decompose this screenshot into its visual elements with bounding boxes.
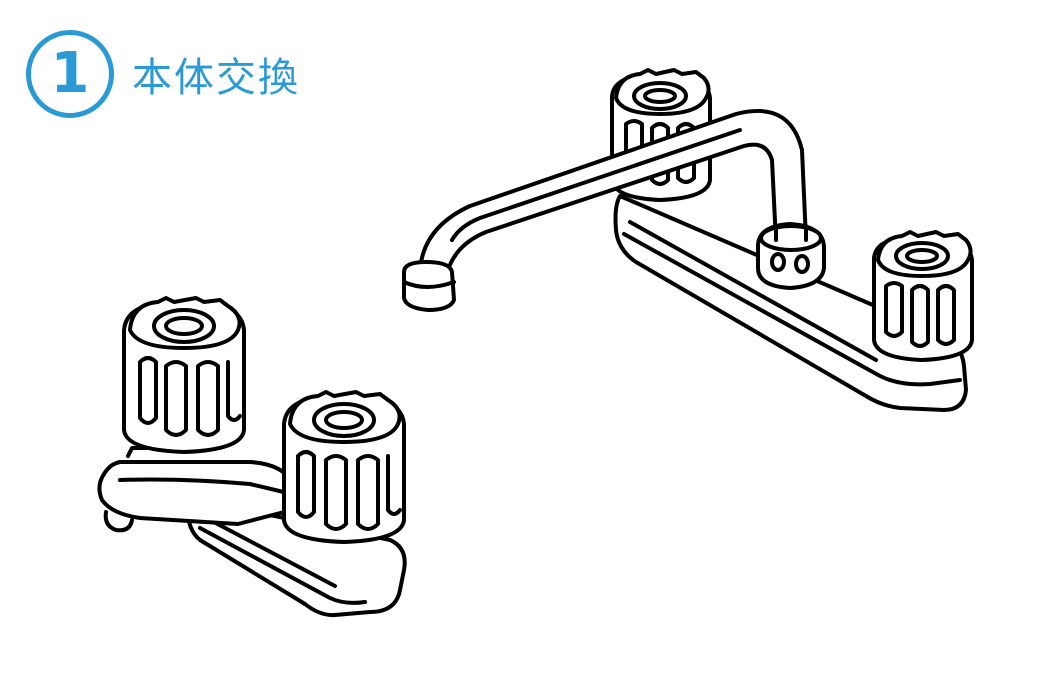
step-number-badge: 1 xyxy=(26,30,114,118)
new-faucet-base xyxy=(613,194,968,412)
step-header: 1 本体交換 xyxy=(26,30,300,118)
old-faucet-spout xyxy=(97,460,294,526)
new-faucet-spout-collar xyxy=(756,222,826,290)
new-faucet-spout xyxy=(418,108,808,280)
old-faucet-left-handle xyxy=(122,296,246,454)
old-faucet-base xyxy=(185,496,407,618)
step-title: 本体交換 xyxy=(132,55,300,101)
new-faucet-front-handle xyxy=(872,230,974,362)
old-faucet-right-handle xyxy=(282,390,406,544)
new-faucet-illustration xyxy=(402,68,974,412)
old-faucet-illustration xyxy=(97,296,407,618)
